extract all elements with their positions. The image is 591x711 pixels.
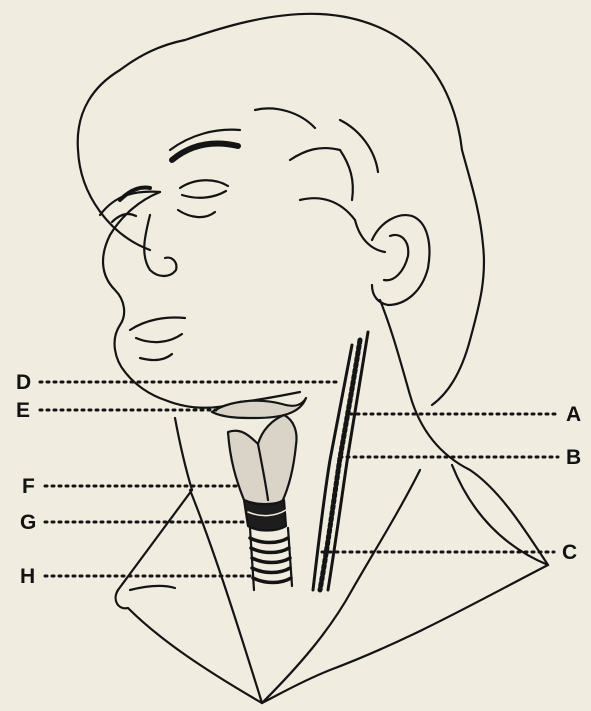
hair-strand-2 [290,148,353,200]
label-h: H [20,566,35,587]
label-b: B [566,447,581,468]
label-f: F [22,476,35,497]
trachea [250,528,292,590]
mouth-upper [130,318,185,331]
shirt-fold [130,586,175,590]
neck-front [175,418,192,490]
neck-back [380,300,548,565]
eye-right-lower [182,191,226,198]
collar-right [262,465,548,703]
label-c: C [562,542,577,563]
hair-strand-4 [255,108,315,128]
ear-inner [384,235,408,280]
eye-right-lid [180,180,228,188]
eye-left [112,214,136,222]
label-a: A [566,404,581,425]
label-d: D [16,372,31,393]
nose [144,215,176,276]
label-e: E [16,400,30,421]
hair-strand-3 [300,198,385,252]
label-g: G [20,512,36,533]
hair-outline [78,14,484,405]
ear [372,215,429,305]
thyroid-cartilage [228,415,297,504]
hair-strand-5 [340,120,378,172]
eye-crease [178,210,215,217]
face-contour [103,192,240,408]
eyebrow [172,144,238,160]
mouth-lower [136,334,182,342]
hyoid-bone [212,398,306,418]
chin-line [140,354,172,360]
